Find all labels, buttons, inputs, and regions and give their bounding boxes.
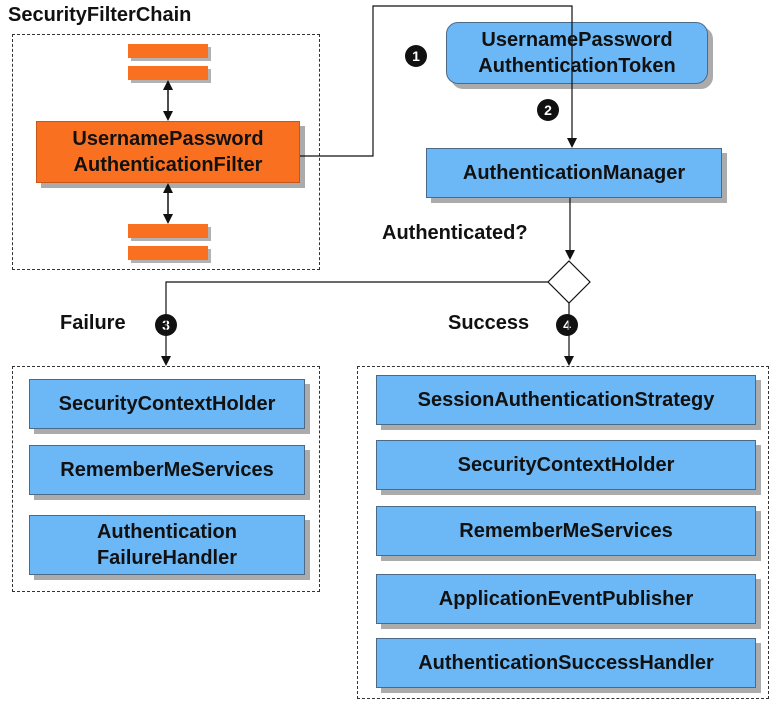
decision-diamond: [547, 260, 591, 304]
authentication-manager: AuthenticationManager: [426, 148, 722, 198]
success-label: Success: [448, 312, 530, 334]
security-filter-chain-container: [12, 34, 320, 270]
username-password-authentication-token: UsernamePassword AuthenticationToken: [446, 22, 708, 84]
username-password-authentication-filter: UsernamePassword AuthenticationFilter: [36, 121, 300, 183]
decision-to-failure-line: [161, 281, 548, 366]
filter-label-line2: AuthenticationFilter: [73, 154, 263, 176]
step-2-badge: 2: [537, 99, 559, 121]
filter-to-manager-line: [300, 5, 577, 157]
filter-label-line1: UsernamePassword: [72, 128, 264, 150]
success-security-context-holder: SecurityContextHolder: [376, 440, 756, 490]
failure-container: [12, 366, 320, 592]
failure-label: Failure: [60, 312, 126, 334]
previous-filter-top: [128, 44, 208, 58]
authenticated-question-label: Authenticated?: [382, 222, 528, 244]
success-remember-me-services: RememberMeServices: [376, 506, 756, 556]
success-container: [357, 366, 769, 699]
previous-filter-bottom: [128, 66, 208, 80]
token-label-line1: UsernamePassword: [481, 29, 673, 51]
session-authentication-strategy: SessionAuthenticationStrategy: [376, 375, 756, 425]
failure-security-context-holder: SecurityContextHolder: [29, 379, 305, 429]
failure-handler-line2: FailureHandler: [96, 547, 238, 569]
authentication-failure-handler: Authentication FailureHandler: [29, 515, 305, 575]
failure-handler-line1: Authentication: [96, 521, 237, 543]
failure-remember-me-services: RememberMeServices: [29, 445, 305, 495]
authentication-success-handler: AuthenticationSuccessHandler: [376, 638, 756, 688]
next-filter-bottom: [128, 246, 208, 260]
security-filter-chain-title: SecurityFilterChain: [8, 4, 192, 26]
application-event-publisher: ApplicationEventPublisher: [376, 574, 756, 624]
step-1-badge: 1: [405, 45, 427, 67]
step-4-badge: 4: [556, 314, 578, 336]
token-label-line2: AuthenticationToken: [478, 55, 676, 77]
next-filter-top: [128, 224, 208, 238]
